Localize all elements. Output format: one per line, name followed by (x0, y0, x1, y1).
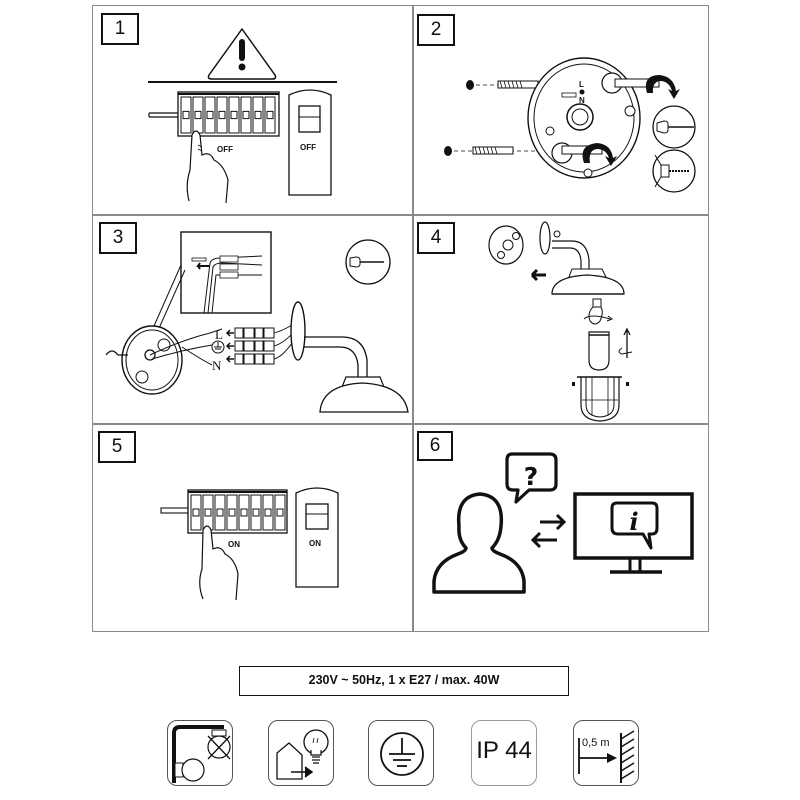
terminal-block-icon (225, 324, 293, 365)
wiring-detail-inset (149, 231, 272, 336)
terminal-label-n: N (212, 358, 222, 373)
terminal-connector (243, 340, 255, 352)
breaker-toggle (240, 508, 248, 517)
breaker-state-label: OFF (300, 143, 316, 152)
step-panel-6: 6 ? i (412, 424, 709, 632)
switch-state-label: ON (228, 540, 240, 549)
instruction-grid (92, 5, 709, 632)
glass-cover-icon (588, 327, 633, 371)
step-number-3: 3 (99, 222, 137, 254)
svg-text:?: ? (524, 462, 539, 491)
terminal-connector (234, 327, 244, 339)
step-number-2: 2 (417, 14, 455, 46)
min-distance-icon: 0,5 m (573, 720, 639, 786)
step-5-illustration: ON ON (160, 487, 339, 601)
terminal-connector (234, 340, 244, 352)
breaker-toggle (216, 508, 224, 517)
terminal-connector (254, 340, 264, 352)
breaker-toggle (230, 110, 238, 120)
hand-pointer-icon (199, 525, 239, 601)
mounting-plate-icon (105, 325, 223, 395)
question-bubble-icon: ? (505, 452, 558, 504)
step-4-illustration (488, 221, 633, 422)
grid-divider-row-1 (92, 214, 709, 216)
breaker-toggle (242, 110, 250, 120)
breaker-toggle (266, 110, 274, 120)
terminal-connector (234, 353, 244, 365)
wall-lamp-icon (290, 301, 409, 413)
cage-guard-icon (572, 376, 629, 422)
terminal-connector (263, 340, 275, 352)
grid-divider-vertical (412, 5, 414, 632)
step-number-6: 6 (417, 431, 453, 461)
step-panel-1: 1 OFF OFF (92, 5, 412, 214)
earth-terminal-icon (211, 340, 225, 354)
user-icon (432, 492, 526, 594)
wall-lamp-icon (539, 221, 625, 295)
terminal-connector (263, 353, 275, 365)
breaker-toggle (252, 508, 260, 517)
main-breaker-icon (288, 89, 332, 196)
step-number-4: 4 (417, 222, 455, 254)
terminal-connector (243, 327, 255, 339)
circuit-breaker-icon (148, 91, 280, 137)
exchange-arrows-icon (530, 513, 567, 549)
step-1-illustration: OFF OFF (148, 28, 337, 204)
breaker-toggle (192, 508, 200, 517)
breaker-state-label: ON (309, 539, 321, 548)
hand-pointer-icon (186, 130, 229, 204)
wall-mount-only-icon (167, 720, 233, 786)
terminal-connector (263, 327, 275, 339)
bulb-icon (583, 298, 614, 325)
screwdriver-icon (652, 105, 696, 149)
step-panel-5: 5 ON ON (92, 424, 412, 632)
breaker-toggle (254, 110, 262, 120)
terminal-connector (254, 327, 264, 339)
terminal-label-l: L (215, 327, 223, 342)
breaker-toggle (204, 508, 212, 517)
terminal-label-n: N (579, 96, 585, 105)
breaker-toggle (264, 508, 272, 517)
electrical-spec-label: 230V ~ 50Hz, 1 x E27 / max. 40W (239, 666, 569, 696)
mounting-plate-icon (488, 225, 524, 265)
protective-earth-icon (368, 720, 434, 786)
monitor-info-icon: i (573, 492, 694, 574)
breaker-toggle (228, 508, 236, 517)
terminal-label-l: L (579, 80, 584, 89)
terminal-connector (254, 353, 264, 365)
screwdriver-icon (345, 239, 391, 285)
ip-rating-icon: IP 44 (471, 720, 537, 786)
step-2-illustration: L N (444, 57, 696, 193)
breaker-toggle (276, 508, 284, 517)
breaker-toggle (182, 110, 190, 120)
breaker-toggle (218, 110, 226, 120)
screw-rotate-arrow-icon (561, 75, 680, 166)
breaker-toggle (194, 110, 202, 120)
svg-text:i: i (629, 507, 638, 536)
step-3-illustration: L N (105, 231, 409, 413)
step-panel-4: 4 (412, 215, 709, 423)
min-distance-text: 0,5 m (582, 737, 610, 749)
warning-triangle-icon (207, 28, 277, 80)
step-number-1: 1 (101, 13, 139, 45)
drill-icon (652, 149, 696, 193)
switch-state-label: OFF (217, 145, 233, 154)
circuit-breaker-icon (160, 489, 288, 534)
terminal-connector (243, 353, 255, 365)
main-breaker-icon (295, 487, 339, 588)
step-6-illustration: ? i (432, 452, 694, 594)
breaker-toggle (206, 110, 214, 120)
grid-divider-row-2 (92, 423, 709, 425)
step-panel-2: 2 L N (412, 5, 709, 214)
step-number-5: 5 (98, 431, 136, 463)
outdoor-use-icon (268, 720, 334, 786)
ip-rating-text: IP 44 (476, 737, 532, 764)
arrow-left-icon (530, 268, 546, 282)
step-panel-3: 3 L (92, 215, 412, 423)
